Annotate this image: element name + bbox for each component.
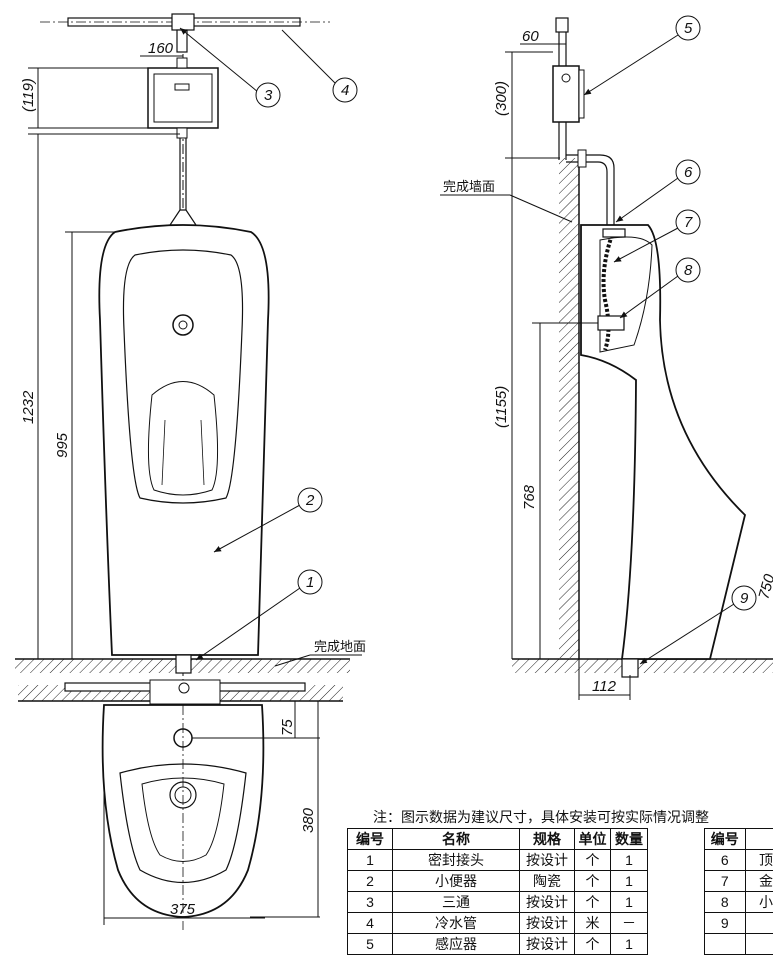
cell-unit: 个 xyxy=(575,892,611,913)
cell-unit: 个 xyxy=(575,850,611,871)
callout-7: 7 xyxy=(684,214,693,231)
cell-name xyxy=(745,934,773,955)
cell-no: 6 xyxy=(705,850,746,871)
cell-no xyxy=(705,934,746,955)
sensor-box-front xyxy=(148,68,218,128)
table-row: 3 三通 按设计 个 1 xyxy=(348,892,648,913)
callout-2: 2 xyxy=(305,492,315,509)
dim-380: 380 xyxy=(300,807,317,833)
header-no: 编号 xyxy=(348,829,393,850)
parts-table: 编号 名称 规格 单位 数量 1 密封接头 按设计 个 1 2 小便器 陶瓷 个… xyxy=(347,828,648,955)
table-row: 5 感应器 按设计 个 1 xyxy=(348,934,648,955)
dim-60: 60 xyxy=(522,28,539,45)
callout-8: 8 xyxy=(684,262,693,279)
cell-no: 4 xyxy=(348,913,393,934)
callout-3: 3 xyxy=(264,87,273,104)
cell-unit: 个 xyxy=(575,934,611,955)
cell-spec: 按设计 xyxy=(520,850,575,871)
table-row: 6 顶 xyxy=(705,850,773,871)
cell-no: 3 xyxy=(348,892,393,913)
callout-9: 9 xyxy=(740,590,749,607)
cell-qty: 1 xyxy=(611,850,648,871)
header-no: 编号 xyxy=(705,829,746,850)
header-unit: 单位 xyxy=(575,829,611,850)
dim-375: 375 xyxy=(170,901,196,918)
cell-unit: 个 xyxy=(575,871,611,892)
parts-table-right-header: 编号 xyxy=(705,829,773,850)
header-qty: 数量 xyxy=(611,829,648,850)
cell-no: 2 xyxy=(348,871,393,892)
cell-qty: 1 xyxy=(611,871,648,892)
table-row: 9 xyxy=(705,913,773,934)
cell-name: 小便器 xyxy=(393,871,520,892)
seal-joint-front xyxy=(176,655,191,673)
cell-no: 5 xyxy=(348,934,393,955)
top-view: 75 380 375 xyxy=(18,680,343,930)
cell-spec: 按设计 xyxy=(520,934,575,955)
dim-768: 768 xyxy=(521,484,538,510)
header-spec: 规格 xyxy=(520,829,575,850)
cell-qty: 1 xyxy=(611,934,648,955)
floor-hatch-side xyxy=(512,659,773,673)
callout-1: 1 xyxy=(306,574,314,591)
dim-160: 160 xyxy=(148,40,174,57)
cell-no: 8 xyxy=(705,892,746,913)
table-row xyxy=(705,934,773,955)
header-name-clipped xyxy=(745,829,773,850)
parts-table-header: 编号 名称 规格 单位 数量 xyxy=(348,829,648,850)
header-name: 名称 xyxy=(393,829,520,850)
table-row: 4 冷水管 按设计 米 － xyxy=(348,913,648,934)
cell-no: 1 xyxy=(348,850,393,871)
dim-750: 750 xyxy=(755,572,773,601)
dim-995: 995 xyxy=(54,432,71,458)
cell-qty: 1 xyxy=(611,892,648,913)
dim-112: 112 xyxy=(592,678,617,695)
cell-name xyxy=(745,913,773,934)
dim-119: (119) xyxy=(20,78,37,112)
parts-table-right: 编号 6 顶 7 金 8 小 9 xyxy=(704,828,773,955)
callout-5: 5 xyxy=(684,20,693,37)
dim-75: 75 xyxy=(279,719,296,736)
installation-drawing: 160 (119) 1232 995 完成地面 3 4 2 1 xyxy=(0,0,773,933)
urinal-front xyxy=(99,225,268,655)
cell-name: 密封接头 xyxy=(393,850,520,871)
cell-no: 7 xyxy=(705,871,746,892)
cell-name: 感应器 xyxy=(393,934,520,955)
cell-name: 金 xyxy=(745,871,773,892)
cell-name: 三通 xyxy=(393,892,520,913)
finished-wall-label: 完成墙面 xyxy=(443,179,495,194)
seal-joint-side xyxy=(622,659,638,677)
wall-hatch xyxy=(559,158,579,658)
dim-300: (300) xyxy=(493,81,510,116)
cell-spec: 按设计 xyxy=(520,892,575,913)
callout-4: 4 xyxy=(341,82,349,99)
finished-floor-label: 完成地面 xyxy=(314,639,366,654)
cell-no: 9 xyxy=(705,913,746,934)
table-row: 2 小便器 陶瓷 个 1 xyxy=(348,871,648,892)
table-row: 7 金 xyxy=(705,871,773,892)
side-view: 60 (300) (1155) 768 112 750 完成墙面 5 6 7 8… xyxy=(440,16,773,700)
callout-6: 6 xyxy=(684,164,693,181)
cell-qty: － xyxy=(611,913,648,934)
cell-name: 小 xyxy=(745,892,773,913)
cell-name: 冷水管 xyxy=(393,913,520,934)
table-row: 1 密封接头 按设计 个 1 xyxy=(348,850,648,871)
dim-1232: 1232 xyxy=(20,390,37,424)
cell-spec: 陶瓷 xyxy=(520,871,575,892)
cell-spec: 按设计 xyxy=(520,913,575,934)
tee-fitting xyxy=(172,14,194,30)
cell-unit: 米 xyxy=(575,913,611,934)
table-row: 8 小 xyxy=(705,892,773,913)
cell-name: 顶 xyxy=(745,850,773,871)
installation-note: 注：图示数据为建议尺寸，具体安装可按实际情况调整 xyxy=(373,807,709,827)
dim-1155: (1155) xyxy=(493,386,510,428)
